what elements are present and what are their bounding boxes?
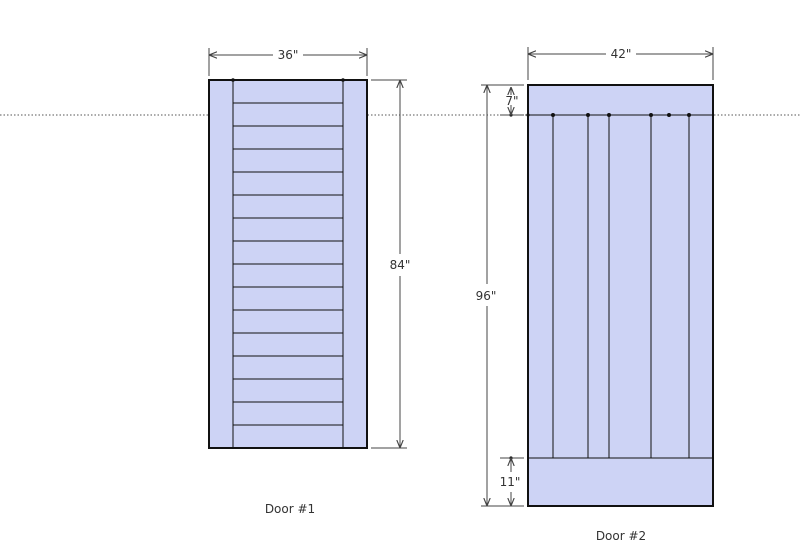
door-1-height-dimension: 84" — [371, 79, 411, 449]
door-2-boards — [509, 113, 691, 460]
door-2-guide-point — [687, 113, 691, 117]
door-2-height-dimension: 96" — [476, 84, 524, 507]
door-2-guide-point — [551, 113, 555, 117]
door-2-guide-point — [586, 113, 590, 117]
door-2-body — [527, 84, 714, 507]
door-2: 42" 96" 7" 11" — [476, 47, 714, 542]
door-2-width-dimension: 42" — [527, 47, 714, 80]
dimension-end-point — [526, 113, 530, 117]
door-2-guide-point — [649, 113, 653, 117]
door-2-top-rail-dimension: 7" — [500, 87, 524, 116]
door-2-guide-point — [607, 113, 611, 117]
door-1-slats — [233, 102, 343, 426]
door-1: 36" 84" Door #1 — [208, 48, 411, 516]
door-2-bottom-rail-dimension: 11" — [500, 457, 524, 506]
door-2-bottom-rail-label: 11" — [500, 475, 521, 489]
door-1-width-dimension: 36" — [208, 48, 368, 76]
door-2-width-label: 42" — [611, 47, 632, 61]
door-2-guide-point — [667, 113, 671, 117]
door-2-height-label: 96" — [476, 289, 497, 303]
door-2-caption: Door #2 — [596, 529, 646, 542]
door-1-width-label: 36" — [278, 48, 299, 62]
door-1-pivot-point — [231, 78, 235, 82]
door-2-top-rail-label: 7" — [505, 94, 518, 108]
door-1-pivot-point — [341, 78, 345, 82]
door-1-height-label: 84" — [390, 258, 411, 272]
door-1-caption: Door #1 — [265, 502, 315, 516]
